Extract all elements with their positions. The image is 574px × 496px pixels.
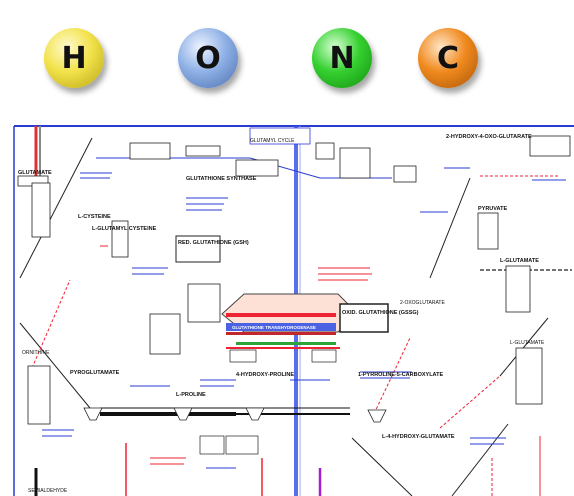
- pyruvate-label: PYRUVATE: [478, 206, 507, 212]
- nitrogen-ball-icon: N: [312, 28, 372, 88]
- ox-glutathione-label: OXID. GLUTATHIONE (GSSG): [342, 310, 419, 316]
- ornithine-label: ORNITHINE: [22, 350, 50, 356]
- pathway-diagram: GLUTAMATE L-CYSTEINE L-GLUTAMYL CYSTEINE…: [13, 125, 574, 496]
- oxoglutarate-label: 2-OXOGLUTARATE: [400, 300, 445, 306]
- l-glutamate-3-label: L-GLUTAMATE: [510, 340, 545, 346]
- pyrroline-label: 1-PYRROLINE-5-CARBOXYLATE: [358, 372, 443, 378]
- l-cysteine-label: L-CYSTEINE: [78, 214, 111, 220]
- dehydro-oxoglutarate-label: 2-HYDROXY-4-OXO-GLUTARATE: [446, 134, 532, 140]
- oxygen-ball-icon: O: [178, 28, 238, 88]
- pyroglutamate-label: PYROGLUTAMATE: [70, 370, 120, 376]
- hydrogen-ball-icon: H: [44, 28, 104, 88]
- glutamyl-cycle-label: GLUTAMYL CYCLE: [250, 138, 295, 144]
- l-glutamate-2-label: L-GLUTAMATE: [500, 258, 539, 264]
- hydroxy-glutamate-label: L-4-HYDROXY-GLUTAMATE: [382, 434, 455, 440]
- glutathione-synthase-label: GLUTATHIONE SYNTHASE: [186, 176, 257, 182]
- semialdehyde-label: SEMIALDEHYDE: [28, 488, 68, 494]
- l-proline-label: L-PROLINE: [176, 392, 206, 398]
- l-glutamyl-cysteine-label: L-GLUTAMYL CYSTEINE: [92, 226, 157, 232]
- transhydrogenase-label: GLUTATHIONE TRANSHYDROGENASE: [232, 325, 316, 330]
- red-glutathione-label: RED. GLUTATHIONE (GSH): [178, 240, 249, 246]
- carbon-ball-icon: C: [418, 28, 478, 88]
- glutamate-label: GLUTAMATE: [18, 170, 52, 176]
- hydroxyproline-label: 4-HYDROXY-PROLINE: [236, 372, 294, 378]
